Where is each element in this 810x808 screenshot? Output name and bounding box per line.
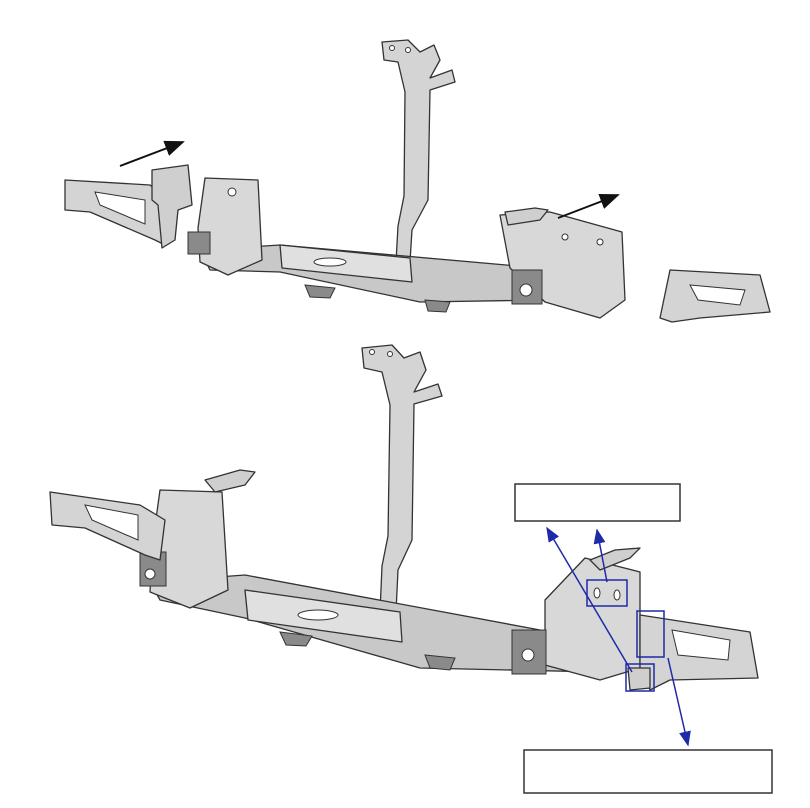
hole [387,351,393,357]
hole [369,349,375,355]
right-receiver [511,269,543,305]
callouts [514,483,773,794]
cutout [689,284,746,306]
side-mount-highlight [636,610,665,658]
left-tab [204,469,256,493]
foot [279,631,313,647]
cutout [671,629,731,661]
move-arrow [119,140,185,167]
hole [596,238,604,246]
bottom-assembled-assembly [49,344,759,691]
hole [561,233,569,241]
move-arrow [557,193,620,219]
callout-arrow [546,526,633,673]
top-exploded-assembly [64,39,771,323]
foot [424,299,451,313]
callout-arrow [593,528,608,583]
cutout [84,504,139,541]
left-receiver [187,231,211,255]
slot-hole [613,589,621,601]
callout-arrow [667,657,691,747]
hole [144,568,156,580]
crossbar-tube [279,244,413,283]
top-vertical-bracket [381,39,456,263]
lower-tab [627,667,651,691]
top-left-mount [197,177,263,276]
foot [304,284,336,299]
top-left-small-bracket [151,164,193,249]
hole [519,283,533,297]
label-box-top [514,483,681,522]
slot [313,257,347,267]
lower-tab-highlight [625,663,655,692]
hole [521,648,535,662]
bottom-vertical-bracket [361,344,443,613]
right-tab [589,547,641,571]
right-tab [504,207,549,226]
cutout [94,191,146,225]
foot [424,654,456,671]
label-box-bottom [523,749,773,794]
slot-hole [593,587,601,599]
hole [405,47,411,53]
hole [389,45,395,51]
hole [227,187,237,197]
slot [297,609,339,621]
